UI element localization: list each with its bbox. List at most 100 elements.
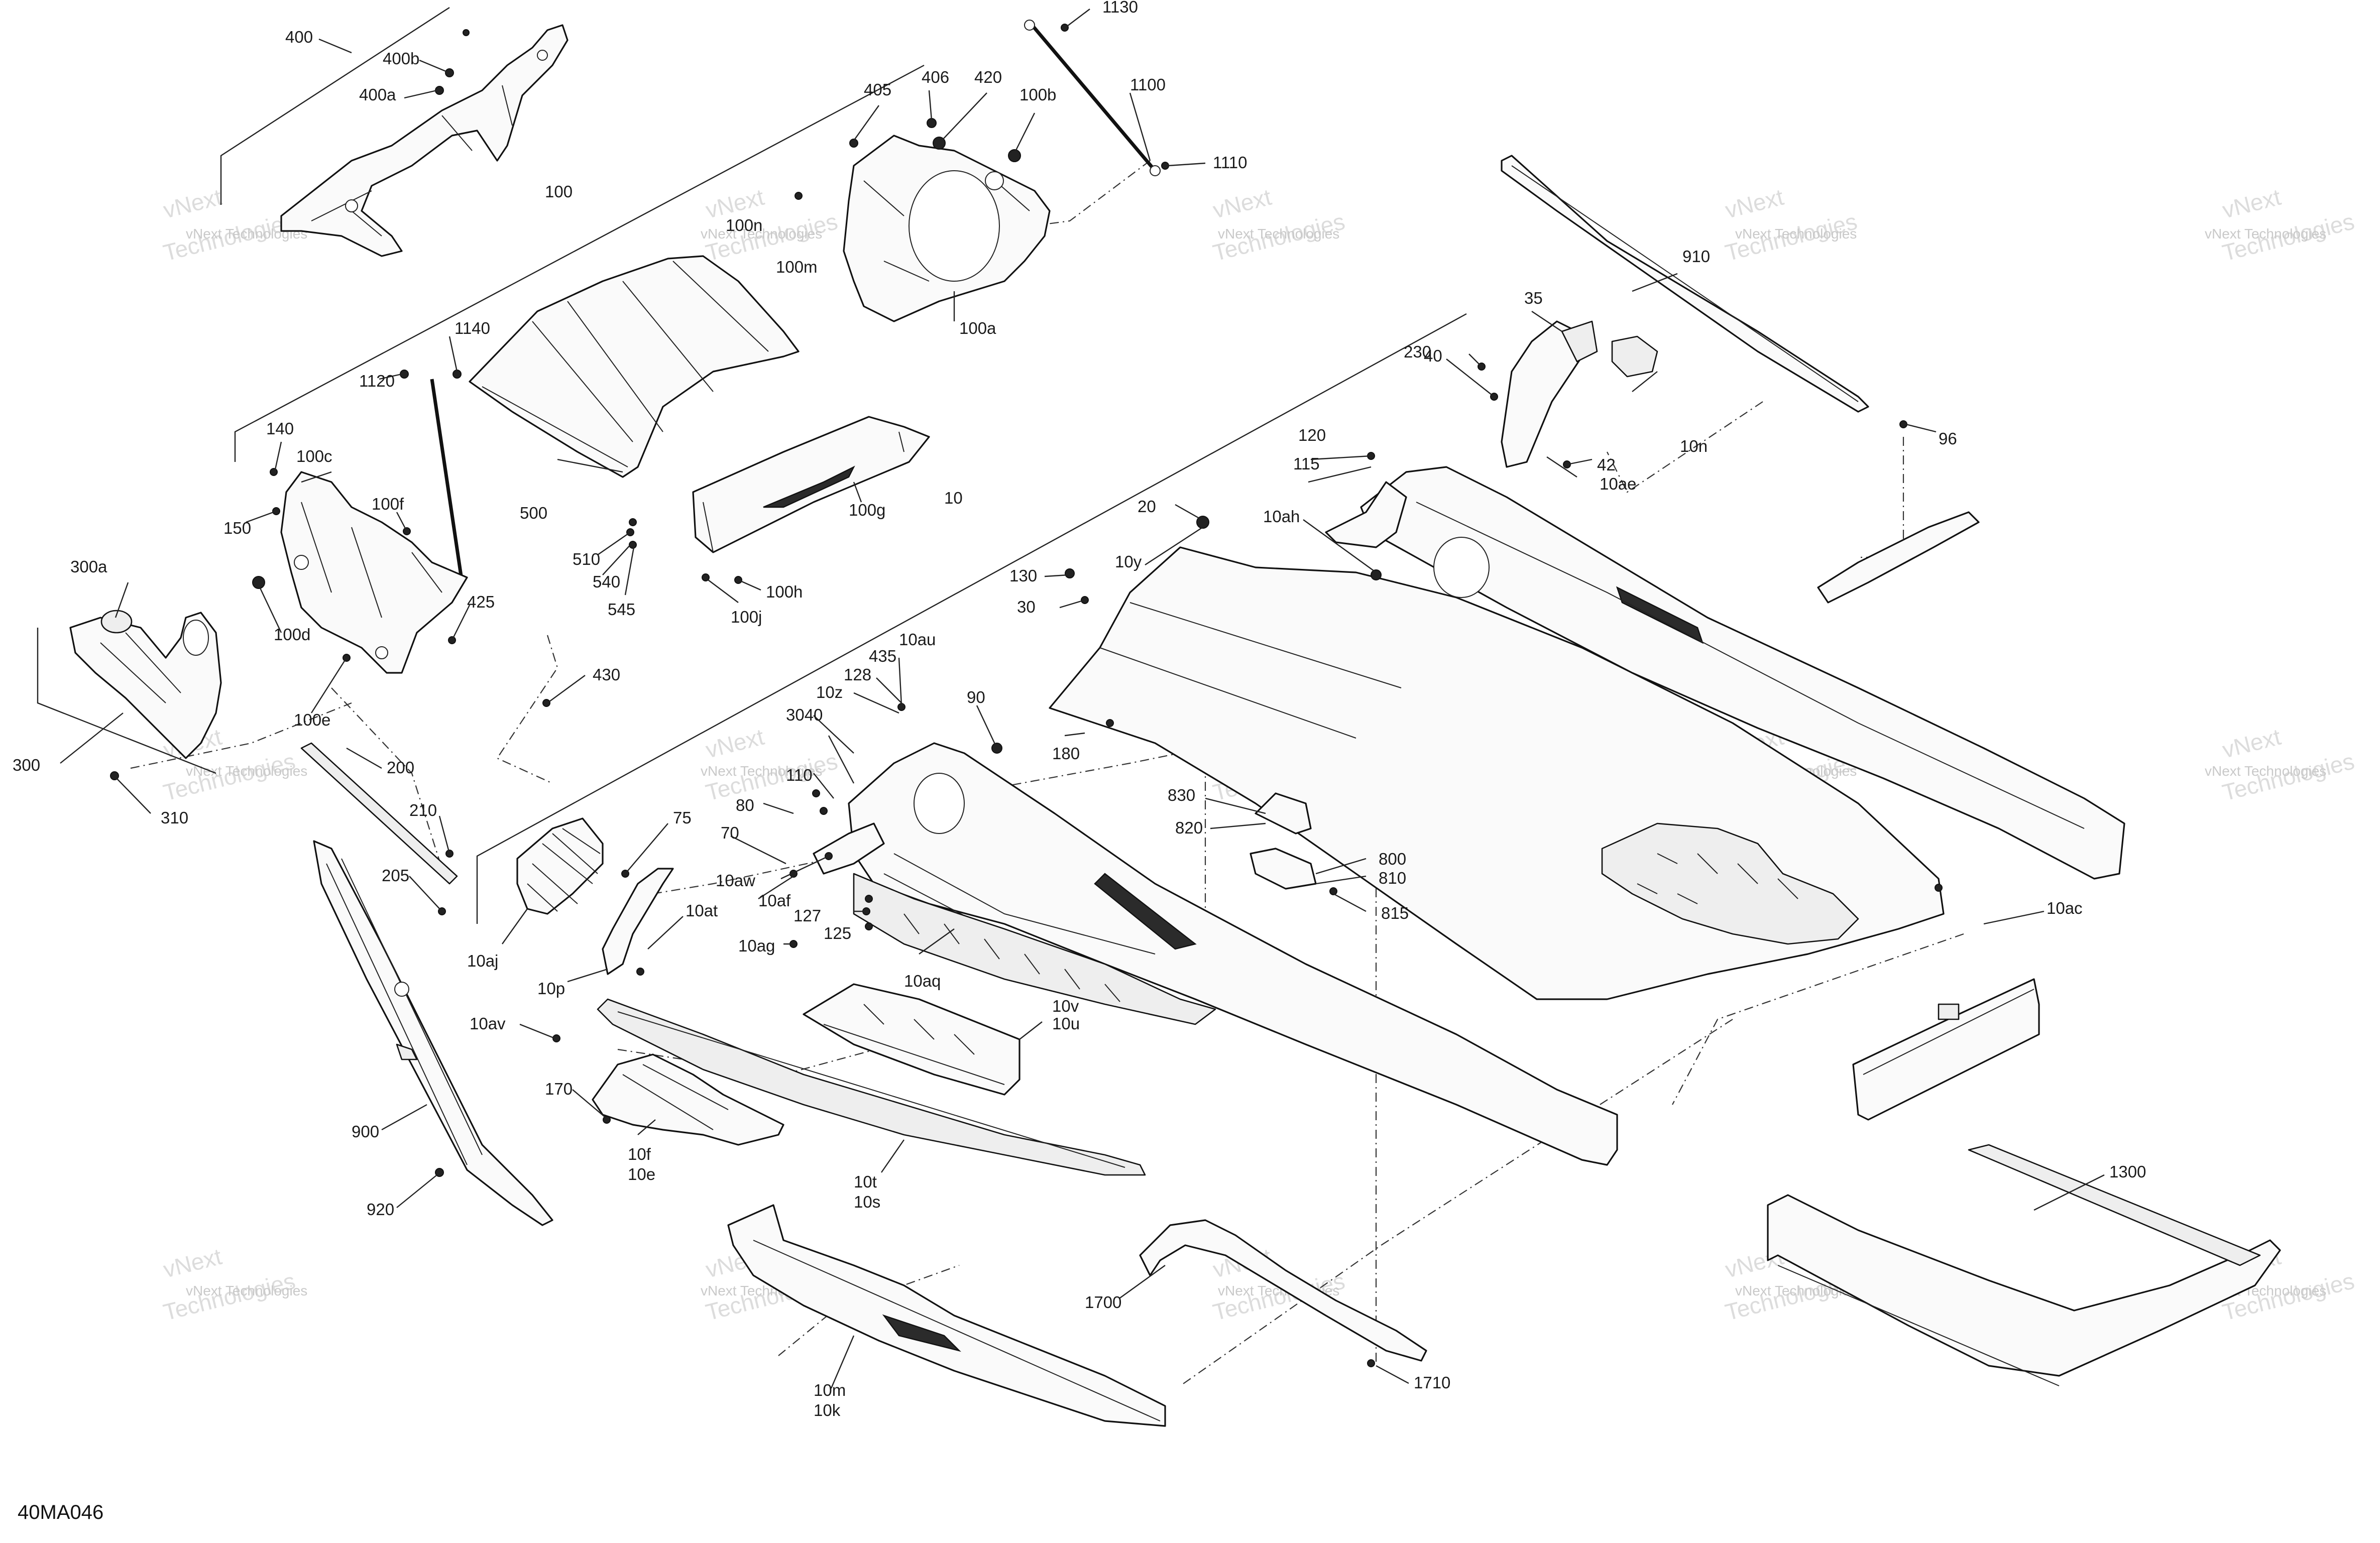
callout-150[interactable]: 150 [223, 519, 251, 537]
callout-10ac[interactable]: 10ac [2047, 899, 2083, 917]
callout-300[interactable]: 300 [13, 756, 40, 774]
callout-1130[interactable]: 1130 [1102, 0, 1138, 16]
part-200-rod [300, 742, 458, 885]
callout-127[interactable]: 127 [794, 906, 821, 925]
callout-1710[interactable]: 1710 [1414, 1373, 1450, 1392]
callout-10ae[interactable]: 10ae [1600, 474, 1636, 493]
callout-400b[interactable]: 400b [383, 49, 419, 68]
callout-10n[interactable]: 10n [1680, 437, 1708, 455]
callout-10v[interactable]: 10v [1052, 997, 1079, 1015]
callout-900[interactable]: 900 [352, 1122, 379, 1141]
callout-1100[interactable]: 1100 [1130, 75, 1166, 94]
callout-70[interactable]: 70 [721, 823, 739, 842]
part-830-bracket [1255, 792, 1312, 835]
callout-180[interactable]: 180 [1052, 744, 1080, 763]
callout-40[interactable]: 40 [1424, 346, 1442, 365]
callout-10y[interactable]: 10y [1115, 552, 1142, 571]
callout-10f[interactable]: 10f [628, 1145, 651, 1163]
callout-545[interactable]: 545 [608, 600, 635, 619]
callout-110[interactable]: 110 [786, 766, 813, 784]
watermark-10: vNext Technologies vNext Technologies [2205, 724, 2357, 806]
callout-20[interactable]: 20 [1138, 497, 1156, 516]
callout-130[interactable]: 130 [1009, 566, 1037, 585]
callout-10ag[interactable]: 10ag [738, 936, 775, 955]
callout-910[interactable]: 910 [1682, 247, 1710, 266]
callout-10k[interactable]: 10k [814, 1401, 841, 1419]
callout-1110[interactable]: 1110 [1213, 153, 1248, 172]
callout-10af[interactable]: 10af [758, 891, 791, 910]
callout-120[interactable]: 120 [1298, 426, 1326, 444]
callout-100n[interactable]: 100n [726, 216, 762, 234]
callout-10av[interactable]: 10av [470, 1014, 506, 1033]
callout-205[interactable]: 205 [382, 866, 409, 885]
callout-3040[interactable]: 3040 [786, 705, 823, 724]
callout-200[interactable]: 200 [387, 758, 414, 777]
callout-96[interactable]: 96 [1939, 429, 1957, 448]
callout-140[interactable]: 140 [266, 419, 294, 438]
callout-400a[interactable]: 400a [359, 85, 396, 104]
callout-405[interactable]: 405 [864, 80, 891, 99]
callout-100d[interactable]: 100d [274, 625, 310, 644]
callout-10aw[interactable]: 10aw [716, 871, 755, 890]
callout-1300[interactable]: 1300 [2109, 1162, 2146, 1181]
callout-920[interactable]: 920 [367, 1200, 394, 1219]
callout-820[interactable]: 820 [1175, 818, 1203, 837]
callout-100b[interactable]: 100b [1019, 85, 1056, 104]
callout-10aq[interactable]: 10aq [904, 972, 941, 990]
callout-100g[interactable]: 100g [849, 501, 885, 519]
callout-10au[interactable]: 10au [899, 630, 936, 649]
callout-230[interactable]: 230 [1404, 342, 1431, 361]
part-1700-rail [1139, 1219, 1427, 1362]
callout-830[interactable]: 830 [1168, 786, 1195, 804]
callout-540[interactable]: 540 [593, 572, 620, 591]
callout-128[interactable]: 128 [844, 665, 871, 684]
callout-100h[interactable]: 100h [766, 582, 803, 601]
callout-100c[interactable]: 100c [296, 447, 332, 465]
callout-420[interactable]: 420 [974, 68, 1002, 86]
watermark-text: vNext Technologies [701, 226, 822, 242]
callout-800[interactable]: 800 [1379, 850, 1406, 868]
callout-430[interactable]: 430 [593, 665, 620, 684]
callout-815[interactable]: 815 [1381, 904, 1409, 922]
callout-10aj[interactable]: 10aj [467, 952, 498, 970]
callout-80[interactable]: 80 [736, 796, 754, 814]
callout-125[interactable]: 125 [824, 924, 851, 942]
callout-10m[interactable]: 10m [814, 1381, 846, 1399]
callout-100[interactable]: 100 [545, 182, 573, 201]
callout-100m[interactable]: 100m [776, 258, 818, 276]
callout-400[interactable]: 400 [285, 28, 313, 46]
callout-1140[interactable]: 1140 [455, 319, 490, 337]
callout-1700[interactable]: 1700 [1085, 1293, 1121, 1312]
callout-425[interactable]: 425 [467, 592, 495, 611]
callout-406[interactable]: 406 [922, 68, 949, 86]
callout-810[interactable]: 810 [1379, 869, 1406, 887]
callout-10s[interactable]: 10s [854, 1193, 880, 1211]
callout-310[interactable]: 310 [161, 808, 188, 827]
callout-10at[interactable]: 10at [686, 901, 718, 920]
callout-10p[interactable]: 10p [537, 979, 565, 998]
callout-10z[interactable]: 10z [816, 683, 843, 701]
callout-30[interactable]: 30 [1017, 598, 1036, 616]
callout-10e[interactable]: 10e [628, 1165, 655, 1183]
callout-42[interactable]: 42 [1597, 455, 1616, 474]
callout-510[interactable]: 510 [573, 550, 600, 568]
callout-300a[interactable]: 300a [70, 557, 107, 576]
callout-100e[interactable]: 100e [294, 710, 330, 729]
callout-100a[interactable]: 100a [959, 319, 996, 337]
callout-10t[interactable]: 10t [854, 1172, 877, 1191]
callout-10[interactable]: 10 [944, 489, 963, 507]
callout-170[interactable]: 170 [545, 1080, 573, 1098]
callout-210[interactable]: 210 [409, 801, 437, 819]
callout-35[interactable]: 35 [1524, 289, 1543, 307]
callout-75[interactable]: 75 [673, 808, 692, 827]
callout-100j[interactable]: 100j [731, 608, 762, 626]
callout-90[interactable]: 90 [967, 688, 985, 706]
callout-10u[interactable]: 10u [1052, 1014, 1080, 1033]
callout-1120[interactable]: 1120 [359, 372, 395, 390]
watermark-text: vNext Technologies [186, 763, 307, 779]
callout-435[interactable]: 435 [869, 647, 896, 665]
callout-10ah[interactable]: 10ah [1263, 507, 1300, 526]
callout-500[interactable]: 500 [520, 504, 547, 522]
callout-100f[interactable]: 100f [372, 495, 404, 513]
callout-115[interactable]: 115 [1293, 454, 1320, 473]
